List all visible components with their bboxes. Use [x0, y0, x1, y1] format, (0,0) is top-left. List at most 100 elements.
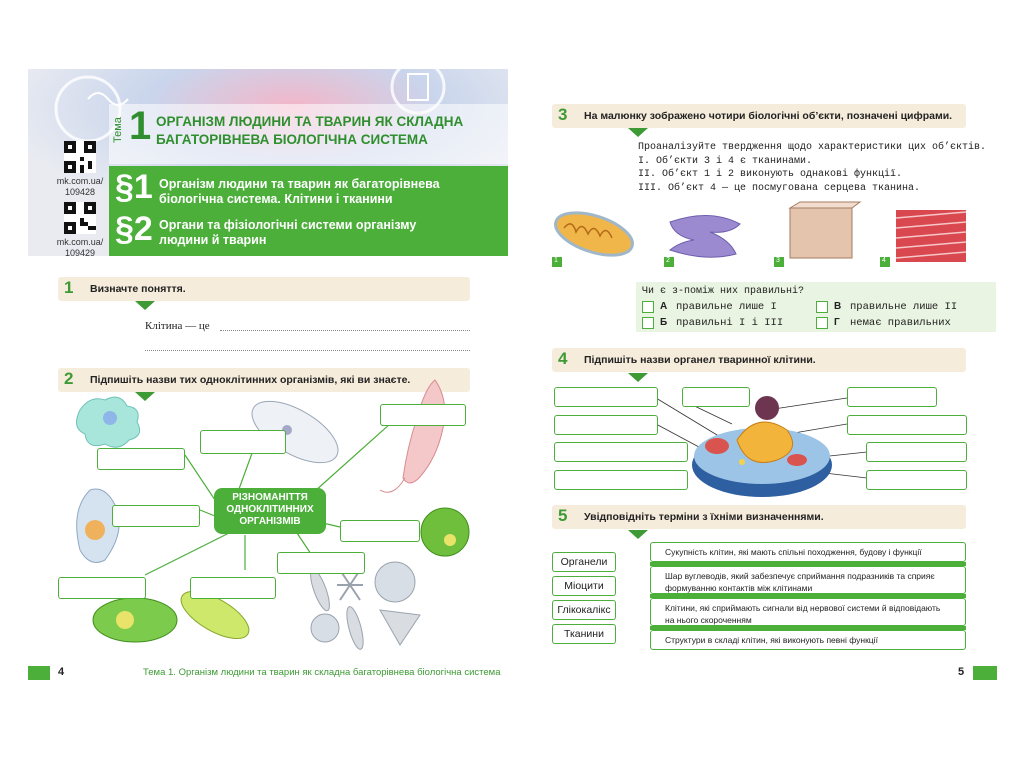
answer-line[interactable] — [145, 350, 470, 351]
definition-card[interactable]: Структури в складі клітин, які виконують… — [650, 630, 966, 650]
answer-box[interactable] — [380, 404, 466, 426]
paragraph-title: Органи та фізіологічні системи організму… — [159, 218, 417, 247]
option-letter: Г — [834, 317, 840, 328]
task-pointer-icon — [628, 128, 648, 137]
euglena-illustration — [180, 590, 250, 640]
task-number: 5 — [558, 506, 568, 525]
answer-box[interactable] — [58, 577, 146, 599]
answer-box[interactable] — [866, 442, 967, 462]
answer-box[interactable] — [866, 470, 967, 490]
task-pointer-icon — [135, 392, 155, 401]
paragraph-title: Організм людини та тварин як багаторівне… — [159, 177, 440, 206]
qr-column: mk.com.ua/ 109428 mk.com.ua/ 109429 — [34, 138, 109, 259]
task-2-header: 2 Підпишіть назви тих одноклітинних орга… — [58, 368, 470, 392]
options-panel: Чи є з-поміж них правильні? А правильне … — [636, 282, 996, 332]
task-text: Підпишіть назви органел тваринної клітин… — [584, 354, 816, 366]
euglena-illustration — [92, 597, 178, 643]
page-marker — [973, 666, 997, 680]
running-title: Тема 1. Організм людини та тварин як скл… — [143, 667, 501, 678]
task-number: 1 — [64, 278, 74, 297]
chlorella-illustration — [420, 507, 470, 557]
statement-intro: Проаналізуйте твердження щодо характерис… — [638, 142, 987, 153]
answer-box[interactable] — [554, 470, 688, 490]
task-text: На малюнку зображено чотири біологічні о… — [584, 110, 953, 122]
center-label: РІЗНОМАНІТТЯ ОДНОКЛІТИННИХ ОРГАНІЗМІВ — [214, 488, 326, 534]
topic-title: ОРГАНІЗМ ЛЮДИНИ ТА ТВАРИН ЯК СКЛАДНА БАГ… — [156, 114, 464, 147]
diatom-illustration — [337, 569, 363, 601]
muscle-tissue-illustration — [895, 210, 967, 262]
task-pointer-icon — [628, 530, 648, 539]
option-b-checkbox[interactable] — [642, 317, 654, 329]
image-label: 1 — [554, 257, 558, 264]
term-card[interactable]: Глікокалікс — [552, 600, 616, 620]
diatom-illustration — [379, 609, 421, 646]
option-text: немає правильних — [850, 317, 951, 329]
answer-line[interactable] — [220, 330, 470, 331]
task-pointer-icon — [628, 373, 648, 382]
nucleus-illustration — [755, 396, 779, 420]
qr-caption-line: mk.com.ua/ — [56, 176, 104, 186]
er-illustration — [736, 421, 794, 463]
answer-box[interactable] — [277, 552, 365, 574]
option-g-checkbox[interactable] — [816, 317, 828, 329]
qr-code-icon[interactable] — [64, 141, 96, 173]
golgi-illustration — [668, 214, 741, 258]
diatom-illustration — [310, 568, 330, 612]
term-card[interactable]: Органели — [552, 552, 616, 572]
task-text: Визначте поняття. — [90, 283, 186, 295]
mitochondrion-illustration — [705, 438, 729, 454]
task-1-header: 1 Визначте поняття. — [58, 277, 470, 301]
task-number: 4 — [558, 349, 568, 368]
answer-box[interactable] — [200, 430, 286, 454]
answer-box[interactable] — [847, 387, 937, 407]
topic-word: Тема — [112, 117, 124, 143]
answer-box[interactable] — [554, 415, 658, 435]
answer-box[interactable] — [847, 415, 967, 435]
page-marker — [28, 666, 50, 680]
option-letter: В — [834, 301, 842, 312]
definition-prompt: Клітина — це — [145, 320, 210, 332]
task-3-header: 3 На малюнку зображено чотири біологічні… — [552, 104, 966, 128]
definition-card[interactable]: Сукупність клітин, які мають спільні пох… — [650, 542, 966, 562]
topic-strip — [109, 104, 508, 164]
answer-box[interactable] — [190, 577, 276, 599]
definition-card[interactable]: Клітини, які сприймають сигнали від нерв… — [650, 598, 966, 626]
option-letter: А — [660, 301, 668, 312]
task-4-header: 4 Підпишіть назви органел тваринної кліт… — [552, 348, 966, 372]
answer-box[interactable] — [554, 442, 688, 462]
bio-objects-images — [552, 201, 967, 267]
task-pointer-icon — [135, 301, 155, 310]
definition-separator — [650, 594, 966, 598]
image-label: 2 — [666, 257, 670, 264]
task-number: 3 — [558, 105, 568, 124]
answer-box[interactable] — [340, 520, 420, 542]
answer-box[interactable] — [112, 505, 200, 527]
mitochondrion-illustration — [787, 454, 807, 466]
diatom-illustration — [374, 561, 416, 603]
answer-box[interactable] — [97, 448, 185, 470]
diatom-illustration — [310, 613, 340, 643]
task-text: Увідповідніть терміни з їхніми визначенн… — [584, 511, 824, 523]
page-number: 5 — [958, 666, 965, 678]
option-v-checkbox[interactable] — [816, 301, 828, 313]
qr-caption: mk.com.ua/ 109429 — [52, 237, 108, 259]
qr-caption-line: 109429 — [64, 248, 96, 258]
term-card[interactable]: Міоцити — [552, 576, 616, 596]
qr-code-icon[interactable] — [64, 202, 96, 234]
tissue-block-illustration — [789, 207, 853, 259]
paragraphs-box: §1 Організм людини та тварин як багаторі… — [109, 166, 508, 256]
statement: І. Об’єкти 3 і 4 є тканинами. — [638, 155, 813, 167]
qr-caption-line: 109428 — [64, 187, 96, 197]
definition-card[interactable]: Шар вуглеводів, який забезпечує сприйман… — [650, 566, 966, 594]
option-a-checkbox[interactable] — [642, 301, 654, 313]
topic-number: 1 — [129, 104, 152, 148]
qr-caption-line: mk.com.ua/ — [56, 237, 104, 247]
answer-box[interactable] — [554, 387, 658, 407]
answer-box[interactable] — [682, 387, 750, 407]
statement: ІІ. Об’єкт 1 і 2 виконують однакові функ… — [638, 169, 903, 180]
mitochondrion-illustration — [554, 211, 634, 257]
page-number: 4 — [58, 666, 65, 678]
qr-caption: mk.com.ua/ 109428 — [52, 176, 108, 198]
option-text: правильні І і ІІІ — [676, 317, 784, 329]
term-card[interactable]: Тканини — [552, 624, 616, 644]
